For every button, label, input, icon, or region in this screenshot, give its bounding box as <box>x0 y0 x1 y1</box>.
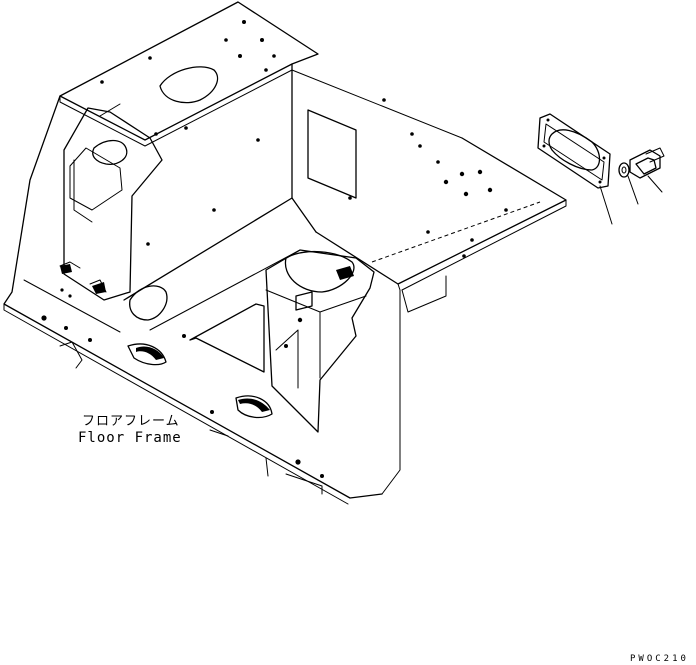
floor-frame <box>3 1 567 505</box>
shading <box>60 264 354 412</box>
cover-plate <box>537 113 611 189</box>
floor-frame-label-japanese: フロアフレーム <box>82 414 180 429</box>
mounting-holes <box>41 20 508 478</box>
washer <box>618 162 630 178</box>
bolt <box>629 147 665 179</box>
drawing-code: PWOC210 <box>630 654 689 664</box>
leader-lines <box>599 175 663 225</box>
floor-frame-label-english: Floor Frame <box>78 430 182 446</box>
